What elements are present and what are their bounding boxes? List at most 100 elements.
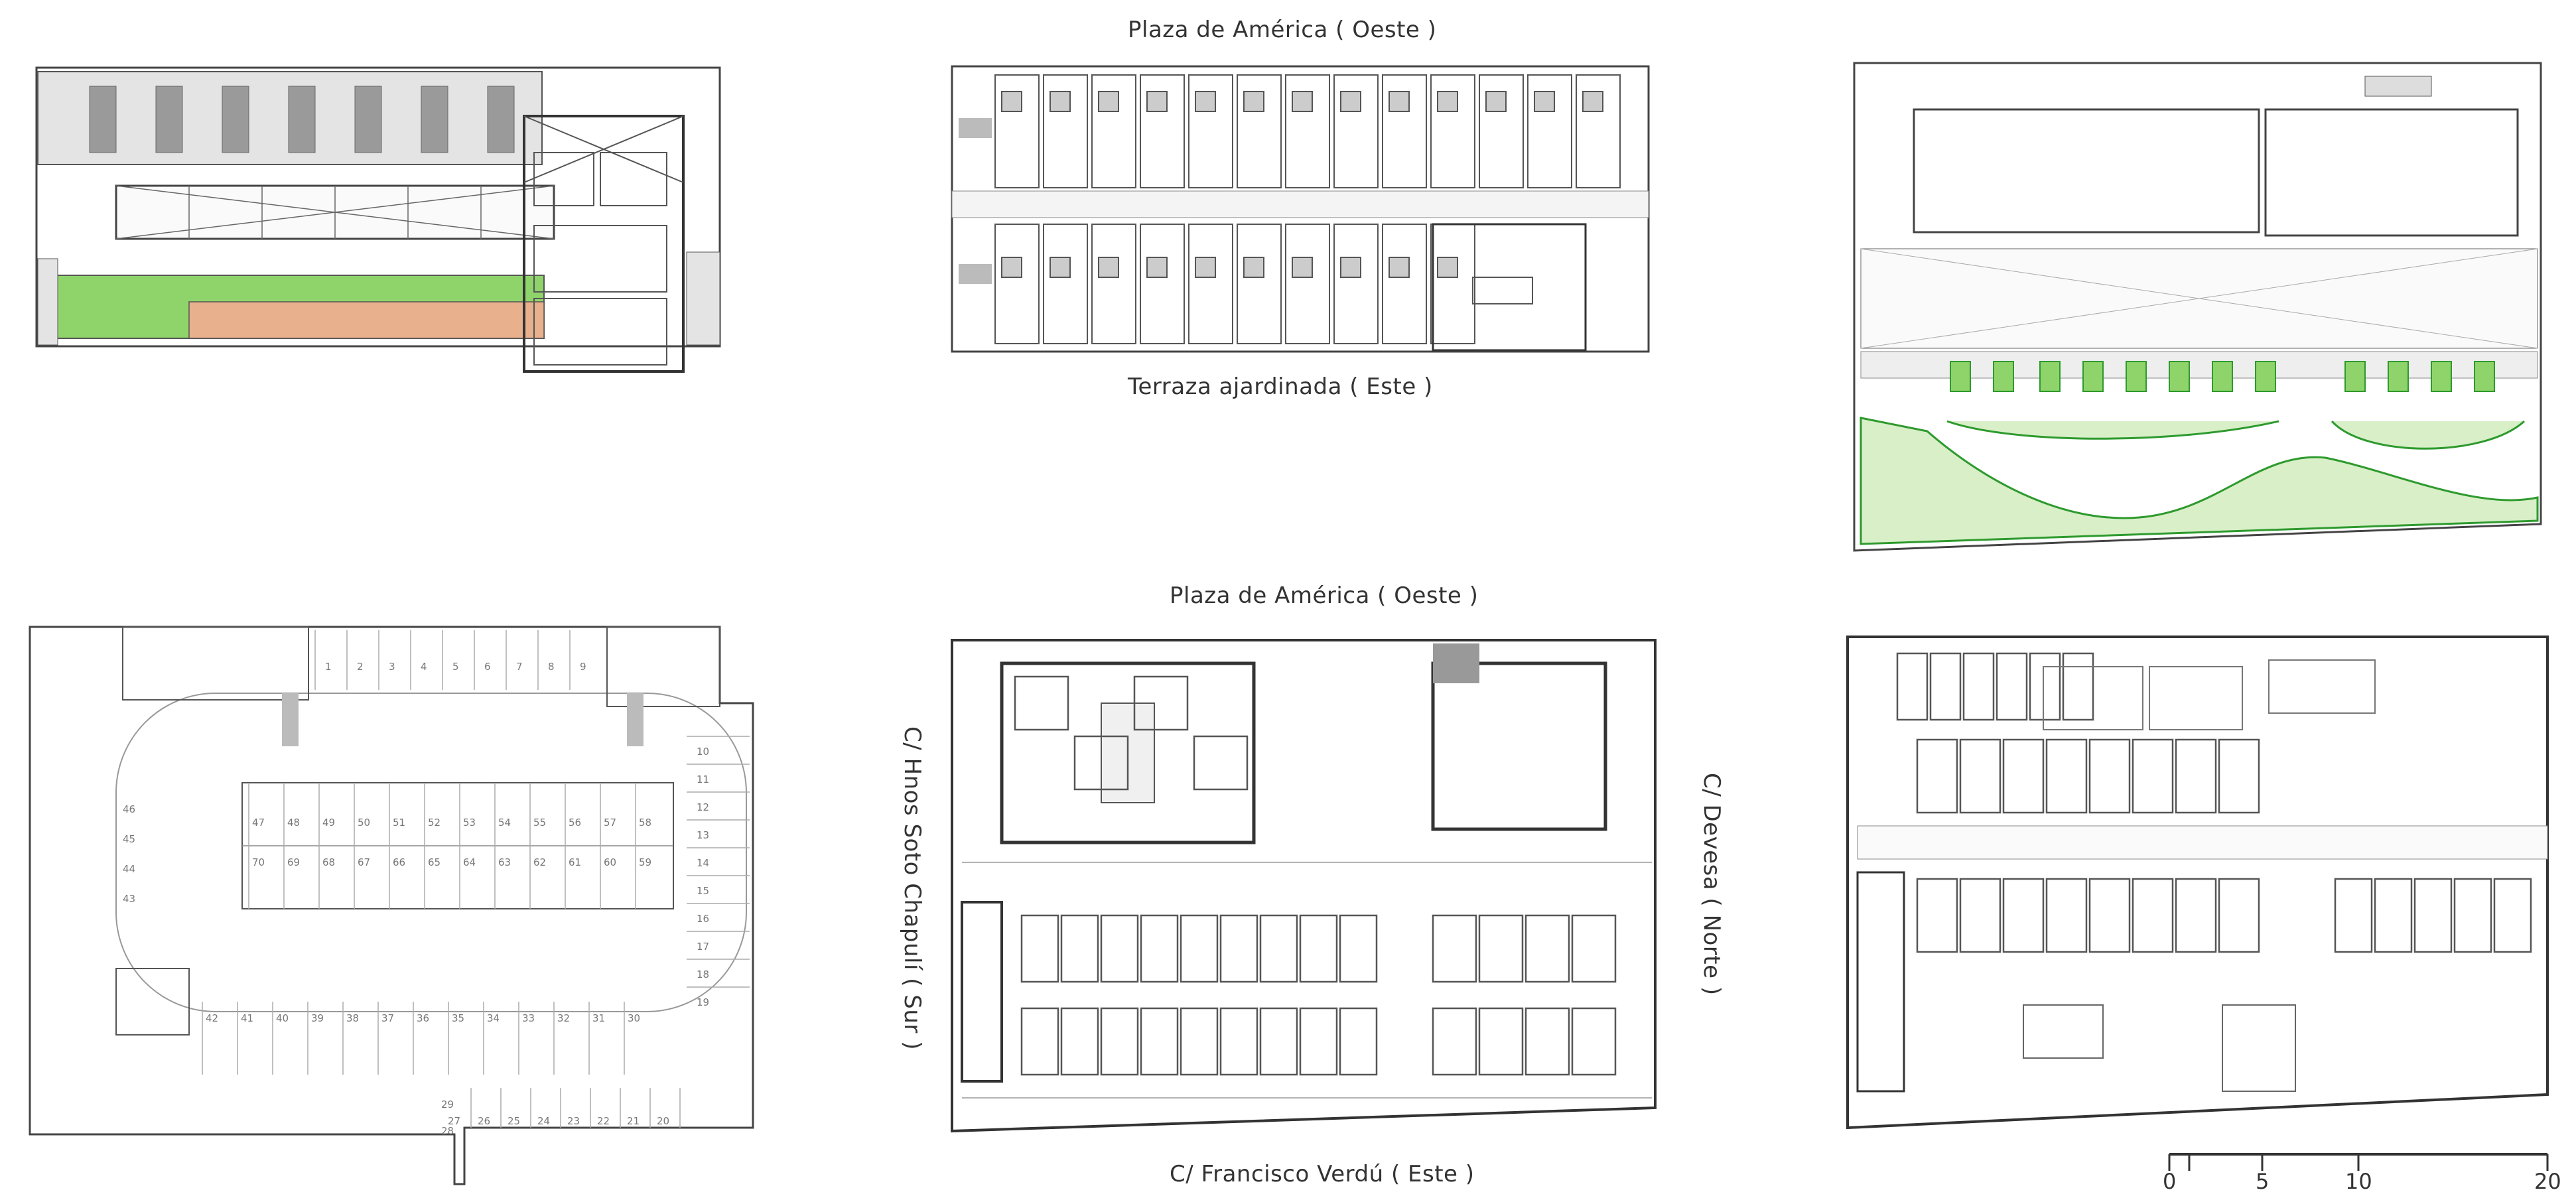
parking-space-number: 40	[276, 1012, 289, 1024]
parking-space-number: 59	[639, 856, 651, 868]
parking-space-number: 33	[522, 1012, 535, 1024]
bed-mark	[1292, 91, 1313, 112]
office-cell	[1299, 1007, 1338, 1076]
office-cell	[1299, 914, 1338, 983]
bed-mark	[1050, 91, 1071, 112]
parking-space-number: 14	[697, 857, 709, 869]
scale-tick-5: 5	[2256, 1169, 2270, 1194]
parking-space-number: 65	[428, 856, 441, 868]
room-cell	[994, 74, 1040, 188]
parking-space-number: 56	[569, 817, 581, 829]
parking-space-number: 9	[580, 661, 586, 673]
plan-top-left	[30, 66, 726, 378]
bed-mark	[1146, 257, 1168, 278]
office-cell	[2002, 878, 2045, 953]
office-cell	[2132, 738, 2174, 814]
parking-space-number: 46	[123, 803, 135, 815]
parking-space-number: 53	[463, 817, 476, 829]
office-cell	[1020, 914, 1059, 983]
parking-space-number: 8	[548, 661, 555, 673]
room-cell	[1193, 735, 1249, 791]
office-cell	[1525, 914, 1570, 983]
office-cell	[1478, 1007, 1524, 1076]
office-cell	[2493, 878, 2532, 953]
plan-top-left-drawing	[35, 66, 721, 373]
plan-ground-drawing	[951, 639, 1657, 1133]
office-cell	[1571, 1007, 1617, 1076]
parking-space-number: 61	[569, 856, 581, 868]
bed-mark	[1098, 91, 1119, 112]
office-cell	[1432, 1007, 1477, 1076]
room-cell	[1073, 735, 1129, 791]
parking-space-number: 42	[206, 1012, 218, 1024]
parking-space-number: 63	[498, 856, 511, 868]
parking-space-number: 50	[358, 817, 370, 829]
label-bot-mid-north: Plaza de América ( Oeste )	[1170, 582, 1479, 609]
room-cell	[1091, 74, 1136, 188]
parking-space-number: 31	[592, 1012, 605, 1024]
label-bot-mid-south: C/ Francisco Verdú ( Este )	[1170, 1161, 1475, 1187]
bed-mark	[1050, 257, 1071, 278]
room-cell	[1929, 652, 1962, 721]
parking-space-number: 68	[322, 856, 335, 868]
office-cell	[1219, 914, 1258, 983]
parking-space-number: 38	[346, 1012, 359, 1024]
parking-space-number: 37	[381, 1012, 394, 1024]
parking-space-number: 70	[252, 856, 265, 868]
office-cell	[1259, 1007, 1298, 1076]
bed-mark	[1098, 257, 1119, 278]
office-cell	[1525, 1007, 1570, 1076]
office-cell	[1180, 914, 1219, 983]
office-cell	[2045, 878, 2088, 953]
office-cell	[2218, 738, 2260, 814]
parking-space-number: 32	[557, 1012, 570, 1024]
bed-mark	[1582, 91, 1603, 112]
room-cell	[1014, 675, 1069, 731]
office-cell	[2453, 878, 2492, 953]
scale-tick-20: 20	[2534, 1169, 2561, 1194]
room-cell	[1285, 74, 1330, 188]
plan-top-right	[1848, 60, 2551, 557]
office-cell	[2132, 878, 2174, 953]
office-cell	[1571, 914, 1617, 983]
room-cell	[1043, 74, 1088, 188]
bed-mark	[1001, 91, 1022, 112]
parking-space-number: 48	[287, 817, 300, 829]
parking-space-number: 15	[697, 885, 709, 897]
parking-space-number: 54	[498, 817, 511, 829]
parking-space-number: 43	[123, 893, 135, 905]
parking-space-number: 16	[697, 913, 709, 925]
parking-space-number: 24	[537, 1115, 550, 1127]
office-cell	[1140, 1007, 1179, 1076]
parking-space-number: 28	[441, 1125, 454, 1137]
label-bot-mid-west: C/ Hnos Soto Chapulí ( Sur )	[899, 726, 925, 1050]
room-cell	[1140, 74, 1185, 188]
office-cell	[2175, 878, 2217, 953]
parking-space-number: 58	[639, 817, 651, 829]
parking-space-number: 66	[393, 856, 405, 868]
bed-mark	[1437, 91, 1458, 112]
scale-bar	[2163, 1151, 2554, 1177]
parking-space-number: 35	[452, 1012, 464, 1024]
office-cell	[1959, 738, 2001, 814]
parking-space-number: 69	[287, 856, 300, 868]
office-cell	[2413, 878, 2453, 953]
parking-space-number: 20	[657, 1115, 669, 1127]
parking-space-number: 12	[697, 801, 709, 813]
parking-space-number: 26	[478, 1115, 490, 1127]
room-cell	[1430, 74, 1475, 188]
office-cell	[1060, 914, 1099, 983]
office-cell	[2175, 738, 2217, 814]
office-cell	[2374, 878, 2413, 953]
office-cell	[1219, 1007, 1258, 1076]
parking-space-number: 64	[463, 856, 476, 868]
room-cell	[1527, 74, 1572, 188]
room-cell	[1333, 224, 1379, 344]
parking-space-number: 49	[322, 817, 335, 829]
office-cell	[1100, 914, 1139, 983]
office-cell	[2334, 878, 2373, 953]
parking-space-number: 19	[697, 996, 709, 1008]
label-top-mid-north: Plaza de América ( Oeste )	[1128, 17, 1437, 43]
